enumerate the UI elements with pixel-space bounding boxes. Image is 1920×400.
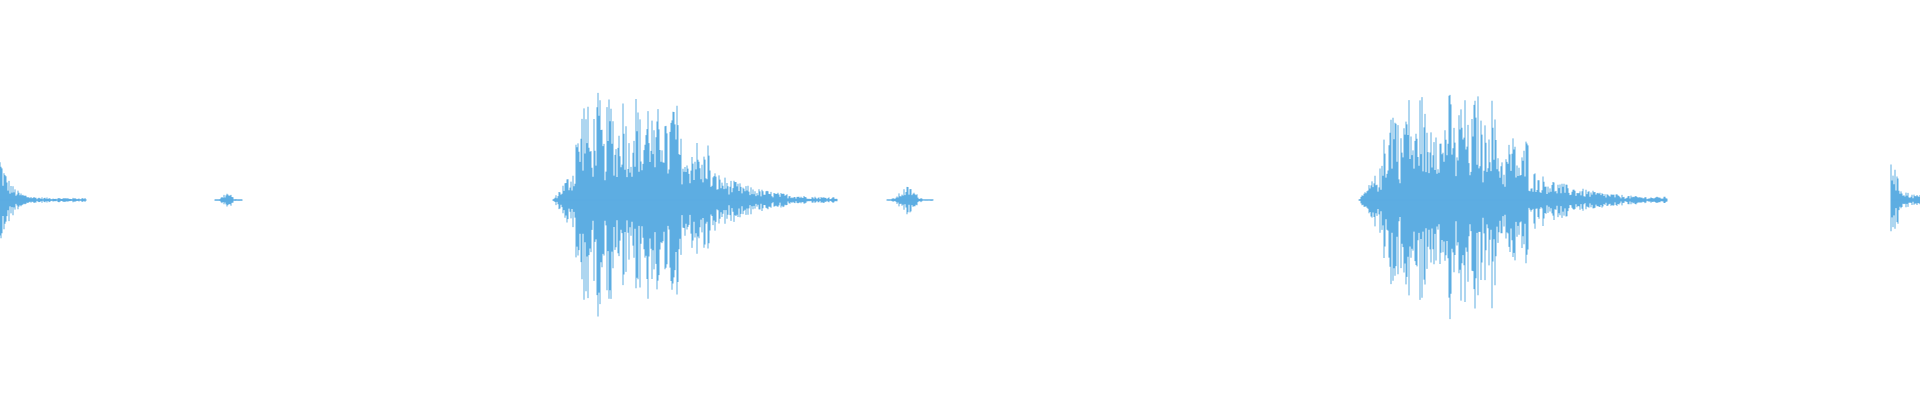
waveform-clip-5 [1358, 94, 1668, 320]
waveform-clips [0, 92, 1920, 320]
waveform-clip-3 [552, 92, 838, 317]
waveform-clip-6 [1890, 164, 1920, 232]
